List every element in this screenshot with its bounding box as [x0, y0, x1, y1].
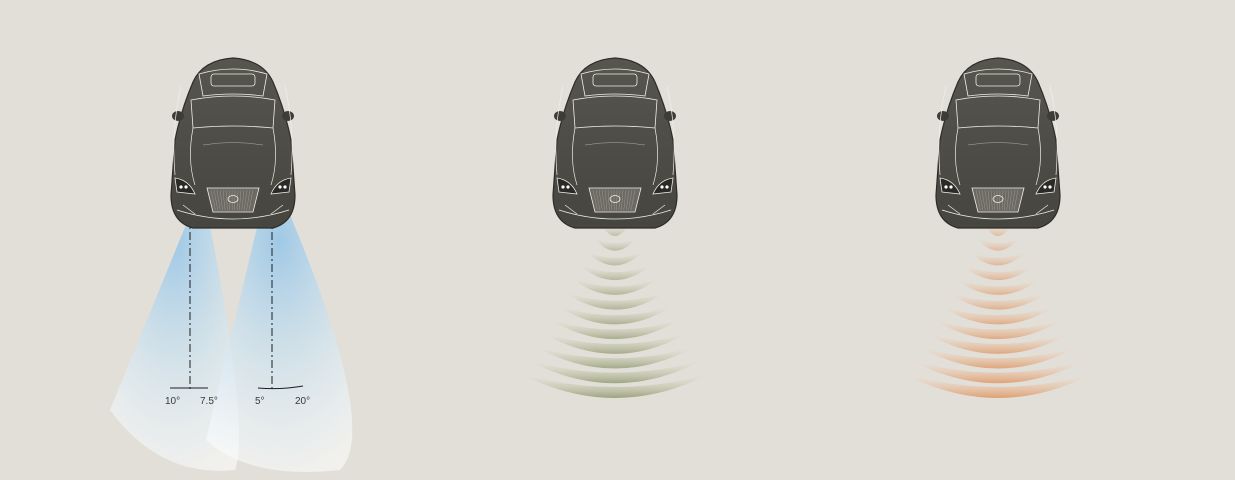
angle-label-7-5: 7.5°	[200, 396, 218, 407]
sensor-wave-arc	[579, 265, 651, 280]
car-top-view-icon	[171, 58, 295, 228]
sensor-wave-arc	[955, 279, 1041, 295]
car-top-view-icon	[553, 58, 677, 228]
angle-label-5: 5°	[255, 396, 265, 407]
sensor-wave-arc	[969, 251, 1026, 265]
mirror	[172, 111, 184, 121]
panel-front-sensor-orange	[773, 10, 1223, 466]
sensor-wave-arc	[594, 238, 637, 251]
sensor-waves-green	[521, 224, 709, 398]
sensor-waves-orange	[904, 224, 1092, 398]
sensor-wave-arc	[962, 265, 1034, 280]
angle-label-10: 10°	[165, 396, 180, 407]
angle-label-20: 20°	[295, 396, 310, 407]
car-top-view-icon	[936, 58, 1060, 228]
mirror	[937, 111, 949, 121]
mirror	[282, 111, 294, 121]
sensor-wave-arc	[977, 238, 1020, 251]
sensor-wave-arc	[572, 279, 658, 295]
panel-front-sensor-green	[390, 10, 840, 466]
panel-headlights: 10° 7.5° 5° 20°	[8, 10, 458, 472]
mirror	[1047, 111, 1059, 121]
mirror	[554, 111, 566, 121]
sensor-wave-arc	[586, 251, 643, 265]
mirror	[664, 111, 676, 121]
